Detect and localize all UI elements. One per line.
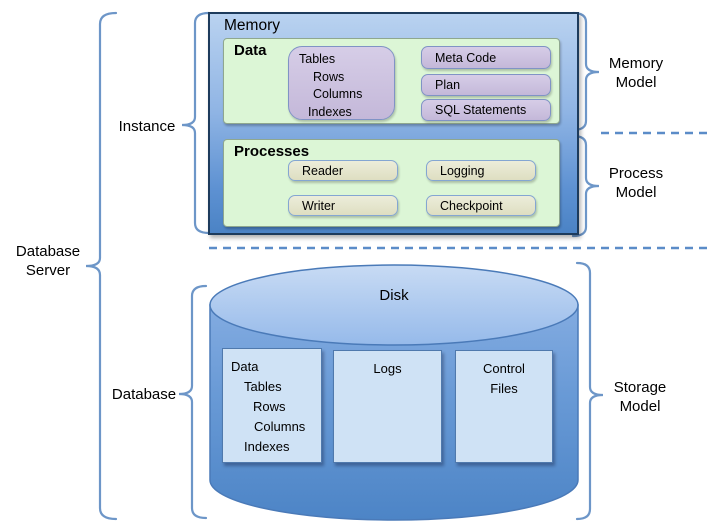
tables-stack-box: Tables Rows Columns Indexes bbox=[288, 46, 395, 120]
stack-line: Rows bbox=[313, 69, 345, 84]
data-files-box: Data Tables Rows Columns Indexes bbox=[222, 348, 322, 463]
data-files-line: Rows bbox=[253, 399, 286, 414]
instance-label: Instance bbox=[118, 118, 176, 135]
data-files-line: Columns bbox=[254, 419, 306, 434]
storage-model-brace bbox=[575, 261, 604, 521]
processes-box: Processes Reader Logging Writer Checkpoi… bbox=[223, 139, 560, 227]
stack-line: Tables bbox=[299, 52, 336, 66]
logging-box: Logging bbox=[426, 160, 536, 181]
data-box: Data Tables Rows Columns Indexes Meta Co… bbox=[223, 38, 560, 124]
control-files-box: Control Files bbox=[455, 350, 553, 463]
storage-model-label: Storage Model bbox=[613, 379, 667, 415]
disk-title: Disk bbox=[379, 287, 409, 304]
database-server-label: Database Server bbox=[15, 243, 81, 279]
reader-box: Reader bbox=[288, 160, 398, 181]
data-files-line: Data bbox=[231, 359, 259, 374]
data-title: Data bbox=[234, 42, 267, 59]
writer-box: Writer bbox=[288, 195, 398, 216]
stack-line: Indexes bbox=[308, 104, 352, 119]
memory-model-label: Memory Model bbox=[608, 55, 664, 91]
database-server-brace bbox=[85, 11, 118, 521]
checkpoint-box: Checkpoint bbox=[426, 195, 536, 216]
instance-brace bbox=[181, 11, 211, 235]
plan-box: Plan bbox=[421, 74, 551, 96]
sql-statements-box: SQL Statements bbox=[421, 99, 551, 121]
process-model-brace bbox=[571, 134, 600, 238]
data-files-line: Tables bbox=[244, 379, 282, 394]
database-label: Database bbox=[111, 386, 177, 403]
memory-box: Memory Data Tables Rows Columns Indexes … bbox=[208, 12, 579, 235]
database-brace bbox=[178, 284, 208, 520]
processes-title: Processes bbox=[234, 143, 310, 160]
memory-model-brace bbox=[571, 11, 600, 132]
memory-title: Memory bbox=[224, 17, 280, 34]
logs-box: Logs bbox=[333, 350, 442, 463]
disk-cylinder-top bbox=[209, 264, 579, 346]
meta-code-box: Meta Code bbox=[421, 46, 551, 69]
stack-line: Columns bbox=[313, 87, 363, 101]
data-files-line: Indexes bbox=[244, 439, 290, 454]
process-model-label: Process Model bbox=[608, 165, 664, 201]
